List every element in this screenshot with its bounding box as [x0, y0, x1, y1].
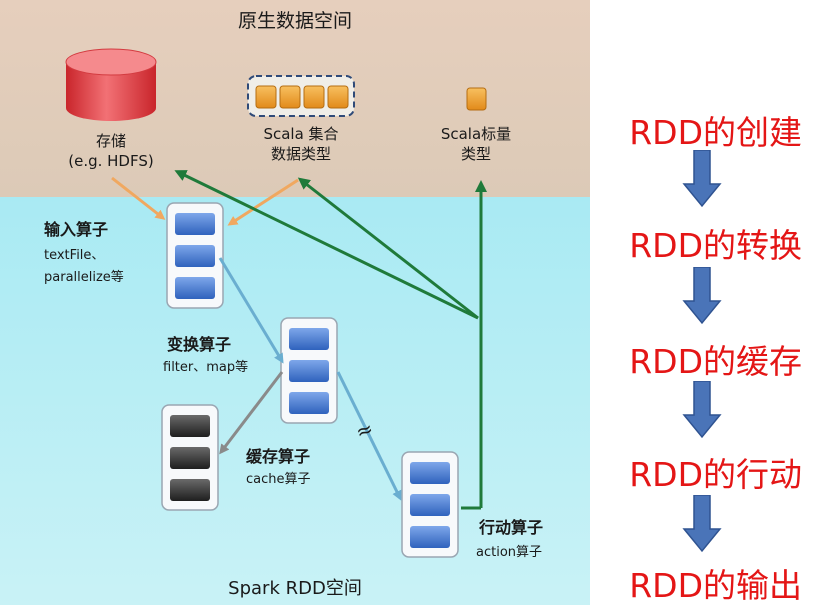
scala-scalar-icon — [466, 87, 487, 111]
cache-operator-line1: cache算子 — [246, 472, 311, 487]
cache-rdd-icon — [161, 404, 219, 511]
collection-to-input-arrow — [227, 178, 299, 226]
step-create: RDD的创建 — [629, 113, 802, 152]
down-arrow-icon — [682, 381, 722, 439]
scala-collection-icon — [247, 75, 355, 117]
transform-operator-title: 变换算子 — [167, 335, 232, 354]
storage-label-line1: 存储 — [95, 132, 126, 150]
transform-operator-line1: filter、map等 — [163, 360, 249, 375]
transform-to-cache-arrow — [219, 371, 284, 455]
down-arrow-icon — [682, 267, 722, 325]
action-to-collection-arrow — [297, 177, 479, 320]
step-action: RDD的行动 — [629, 455, 802, 494]
scala-scalar-label-line2: 类型 — [460, 145, 491, 163]
rdd-diagram: 原生数据空间 Spark RDD空间 存储 (e.g. HDFS) Scala … — [0, 0, 590, 605]
transform-rdd-icon — [280, 317, 338, 424]
scala-collection-label-line2: 数据类型 — [270, 145, 331, 163]
scala-collection-label-line1: Scala 集合 — [263, 125, 339, 143]
action-rdd-icon — [401, 451, 459, 558]
scala-scalar-label-line1: Scala标量 — [440, 125, 512, 143]
spark-rdd-space-title: Spark RDD空间 — [228, 578, 362, 599]
step-transform: RDD的转换 — [629, 226, 802, 265]
input-operator-title: 输入算子 — [44, 220, 109, 239]
down-arrow-icon — [682, 495, 722, 553]
input-rdd-icon — [166, 202, 224, 309]
action-operator-title: 行动算子 — [479, 518, 544, 537]
transform-to-action-arrow — [336, 371, 402, 501]
diagram-graphics — [0, 0, 590, 605]
storage-cylinder-icon — [65, 48, 157, 121]
native-data-space-title: 原生数据空间 — [237, 10, 352, 32]
scala-scalar-label: Scala标量 类型 — [416, 124, 536, 164]
scala-collection-label: Scala 集合 数据类型 — [236, 124, 366, 164]
action-to-storage-arrow — [174, 170, 479, 320]
input-operator-line1: textFile、 — [44, 248, 105, 263]
storage-label-line2: (e.g. HDFS) — [68, 152, 154, 170]
down-arrow-icon — [682, 150, 722, 208]
step-output: RDD的输出 — [629, 566, 802, 605]
cache-operator-title: 缓存算子 — [246, 447, 311, 466]
storage-to-input-arrow — [111, 176, 166, 220]
step-cache: RDD的缓存 — [629, 342, 802, 381]
input-to-transform-arrow — [218, 257, 284, 364]
storage-label: 存储 (e.g. HDFS) — [46, 131, 176, 171]
action-operator-line1: action算子 — [476, 545, 543, 560]
input-operator-line2: parallelize等 — [44, 270, 124, 285]
